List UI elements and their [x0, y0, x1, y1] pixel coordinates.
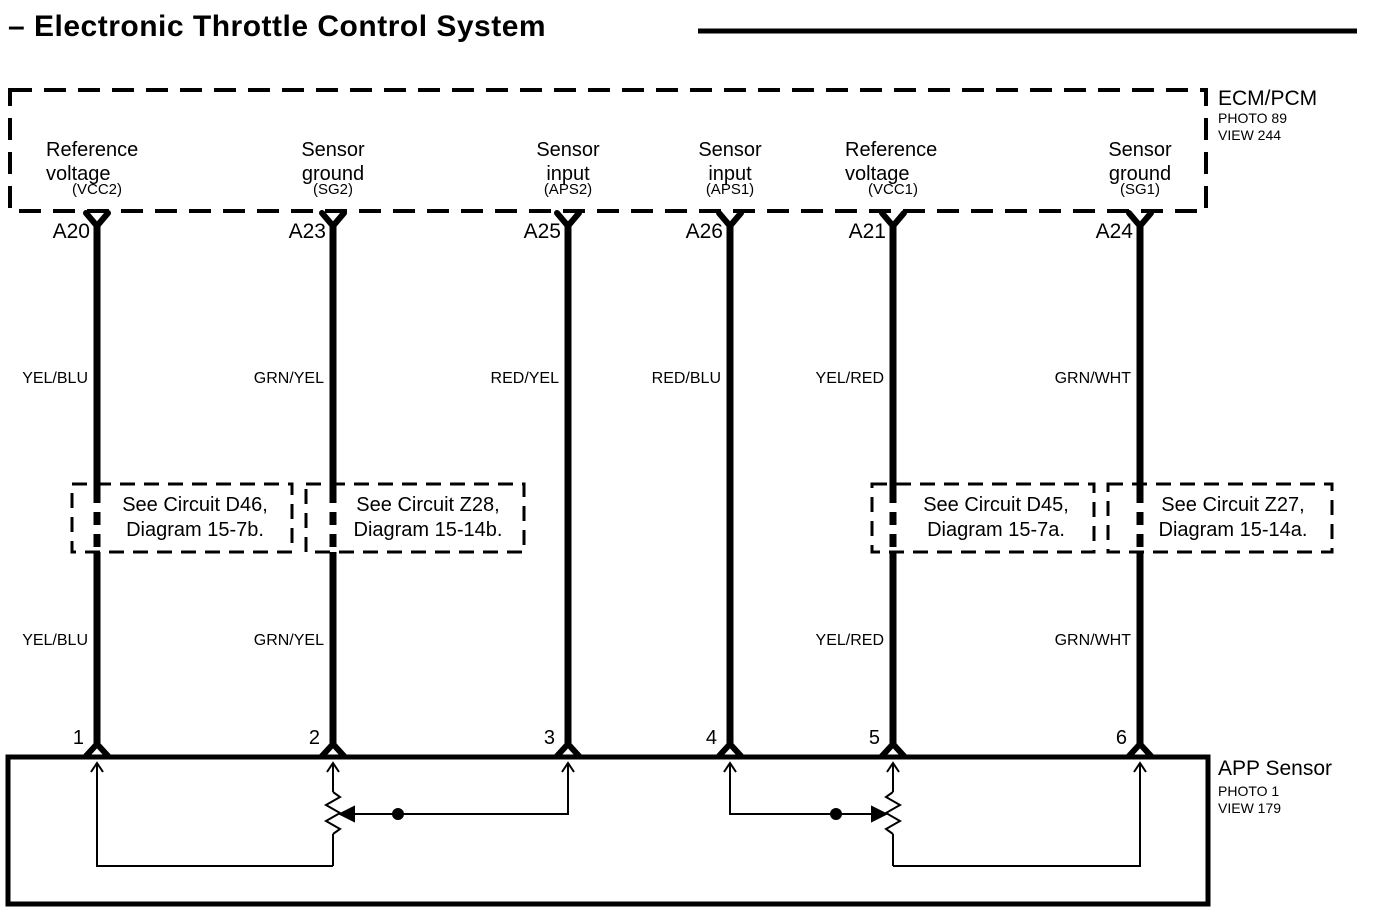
wire-color-upper-1: YEL/BLU	[22, 370, 88, 387]
ecm-pin-label-4: A26	[685, 220, 723, 243]
pin-1-arrow-icon	[90, 761, 104, 773]
pin-5-arrow-icon	[886, 761, 900, 773]
pin-6-arrow-icon	[1133, 761, 1147, 773]
circuit-ref-line1: See Circuit Z28,	[356, 494, 500, 516]
terminal-function-line1: Sensor	[698, 139, 762, 161]
wire-6-ecm-terminal	[1126, 210, 1154, 229]
sensor-pin-label-1: 1	[72, 727, 84, 749]
pin-2-arrow-icon	[326, 761, 340, 773]
app-sensor-internal-circuit	[90, 761, 1147, 867]
wire-1-ecm-terminal	[83, 210, 111, 229]
sensor-pin-label-3: 3	[543, 727, 555, 749]
terminal-signal-1: (VCC2)	[71, 181, 122, 198]
wire-4-ecm-terminal	[716, 210, 744, 229]
terminal-function-label-1: Reference voltage	[46, 138, 138, 186]
ecm-pin-label-6: A24	[1095, 220, 1133, 243]
terminal-function-line1: Sensor	[301, 139, 365, 161]
potentiometer-1-resistor	[323, 791, 343, 835]
wire-color-upper-5: YEL/RED	[815, 370, 884, 387]
circuit-ref-box-1: See Circuit D46, Diagram 15-7b.	[72, 484, 292, 552]
terminal-signal-5: (VCC1)	[867, 181, 918, 198]
ecm-pin-label-1: A20	[52, 220, 90, 243]
wire-color-lower-1: YEL/BLU	[22, 632, 88, 649]
sensor-pin-label-5: 5	[868, 727, 880, 749]
page-title: – Electronic Throttle Control System	[8, 10, 547, 43]
terminal-function-line2: voltage	[46, 163, 111, 185]
terminal-function-line2: ground	[1108, 163, 1172, 185]
sensor-pin-label-2: 2	[308, 727, 320, 749]
circuit-ref-line2: Diagram 15-7b.	[126, 519, 264, 541]
circuit-ref-line2: Diagram 15-14a.	[1158, 519, 1308, 541]
wire-color-lower-2: GRN/YEL	[253, 632, 324, 649]
pin-4-arrow-icon	[723, 761, 737, 773]
terminal-function-line2: ground	[301, 163, 365, 185]
terminal-function-label-2: Sensor ground	[253, 138, 413, 186]
terminal-signal-6: (SG1)	[1119, 181, 1160, 198]
terminal-function-label-4: Sensor input	[650, 138, 810, 186]
terminal-signal-3: (APS2)	[543, 181, 593, 198]
pot-1-wiper-line	[350, 764, 569, 815]
pot-2-wiper-line	[729, 764, 876, 815]
wires	[93, 224, 1144, 746]
app-view-ref: VIEW 179	[1218, 800, 1282, 816]
app-sensor-label: APP Sensor	[1218, 757, 1333, 780]
ecm-photo-ref: PHOTO 89	[1218, 110, 1287, 126]
terminal-function-line1: Sensor	[1108, 139, 1172, 161]
pot-2-return-path	[893, 764, 1141, 867]
app-sensor-box-outline	[5, 754, 1211, 907]
potentiometer-2-resistor	[883, 791, 903, 835]
circuit-ref-box-3: See Circuit D45, Diagram 15-7a.	[872, 484, 1094, 552]
pot-1-wiper-arrow-icon	[337, 805, 355, 823]
terminal-function-line2: input	[546, 163, 590, 185]
terminal-function-line2: voltage	[845, 163, 910, 185]
wire-color-upper-3: RED/YEL	[490, 370, 559, 387]
terminal-signal-2: (SG2)	[312, 181, 353, 198]
ecm-terminals	[83, 210, 1154, 229]
wire-color-upper-6: GRN/WHT	[1054, 370, 1131, 387]
ecm-pin-label-3: A25	[523, 220, 561, 243]
ecm-pin-label-5: A21	[848, 220, 886, 243]
ecm-view-ref: VIEW 244	[1218, 127, 1282, 143]
junction-dot-2	[830, 808, 842, 820]
wire-color-upper-4: RED/BLU	[651, 370, 721, 387]
wire-color-lower-6: GRN/WHT	[1054, 632, 1131, 649]
wire-color-upper-2: GRN/YEL	[253, 370, 324, 387]
wire-2-ecm-terminal	[319, 210, 347, 229]
ecm-pin-label-2: A23	[288, 220, 326, 243]
terminal-function-label-5: Reference voltage	[845, 138, 937, 186]
circuit-ref-box-outline-1	[70, 482, 294, 554]
wire-color-lower-5: YEL/RED	[815, 632, 884, 649]
circuit-ref-line1: See Circuit Z27,	[1161, 494, 1305, 516]
terminal-function-line1: Sensor	[536, 139, 600, 161]
circuit-ref-line1: See Circuit D45,	[923, 494, 1069, 516]
terminal-function-line2: input	[708, 163, 752, 185]
terminal-signal-4: (APS1)	[705, 181, 755, 198]
terminal-function-line1: Reference	[46, 139, 139, 161]
pin-3-arrow-icon	[561, 761, 575, 773]
wire-3-ecm-terminal	[554, 210, 582, 229]
circuit-ref-box-outline-3	[870, 482, 1096, 554]
wire-5-ecm-terminal	[879, 210, 907, 229]
sensor-terminals	[83, 741, 1154, 759]
circuit-ref-box-2: See Circuit Z28, Diagram 15-14b.	[306, 484, 524, 552]
pot-2-wiper-arrow-icon	[871, 805, 889, 823]
circuit-ref-line2: Diagram 15-14b.	[353, 519, 503, 541]
circuit-ref-box-outline-2	[304, 482, 526, 554]
circuit-ref-box-4: See Circuit Z27, Diagram 15-14a.	[1108, 484, 1332, 552]
terminal-function-label-3: Sensor input	[488, 138, 648, 186]
circuit-ref-line2: Diagram 15-7a.	[927, 519, 1065, 541]
sensor-pin-label-4: 4	[705, 727, 717, 749]
ecm-module-label: ECM/PCM	[1218, 87, 1318, 110]
junction-dot-1	[392, 808, 404, 820]
ecm-box-outline	[8, 88, 1208, 213]
app-photo-ref: PHOTO 1	[1218, 783, 1280, 799]
terminal-function-line1: Reference	[845, 139, 938, 161]
sensor-pin-label-6: 6	[1115, 727, 1127, 749]
pot-1-return-path	[96, 764, 333, 867]
circuit-ref-line1: See Circuit D46,	[122, 494, 268, 516]
terminal-function-label-6: Sensor ground	[1060, 138, 1220, 186]
